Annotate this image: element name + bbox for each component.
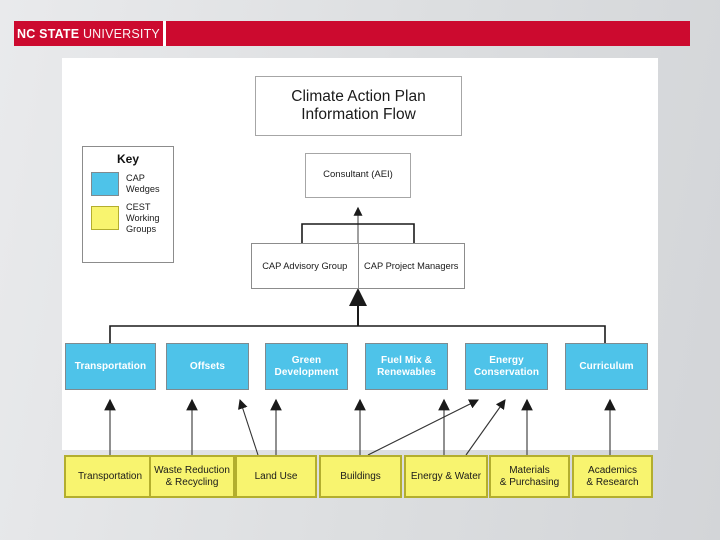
group-waste-reduction-recycling: Waste Reduction& Recycling <box>149 455 235 498</box>
nc-state-logo: NC STATE UNIVERSITY <box>14 21 166 46</box>
logo-bold-text: NC STATE <box>17 26 80 41</box>
logo-text: NC STATE UNIVERSITY <box>17 27 160 41</box>
consultant-box: Consultant (AEI) <box>305 153 411 198</box>
wedge-offsets-label: Offsets <box>189 360 226 372</box>
group-waste-reduction-label: Waste Reduction& Recycling <box>154 465 230 488</box>
group-academics-research-label: Academics& Research <box>586 465 639 488</box>
wedge-fuel-mix-renewables: Fuel Mix &Renewables <box>365 343 448 390</box>
group-materials-purchasing: Materials& Purchasing <box>489 455 570 498</box>
wedge-curriculum-label: Curriculum <box>579 360 634 372</box>
group-academics-research: Academics& Research <box>572 455 653 498</box>
wedge-fuel-mix-label: Fuel Mix &Renewables <box>377 355 436 378</box>
group-energy-water-label: Energy & Water <box>410 470 482 482</box>
wedge-transportation-label: Transportation <box>74 360 147 372</box>
cap-group-box: CAP Advisory Group CAP Project Managers <box>251 243 465 289</box>
group-land-use-label: Land Use <box>254 470 298 482</box>
diagram-title-line1: Climate Action Plan <box>291 88 426 106</box>
cest-groups-swatch <box>91 206 119 231</box>
group-buildings: Buildings <box>319 455 402 498</box>
group-energy-water: Energy & Water <box>404 455 488 498</box>
key-title: Key <box>116 152 139 166</box>
wedge-curriculum: Curriculum <box>565 343 648 390</box>
cap-box-divider <box>357 244 359 288</box>
diagram-title: Climate Action Plan Information Flow <box>255 76 462 136</box>
cap-advisory-group-label: CAP Advisory Group <box>262 260 348 271</box>
consultant-label: Consultant (AEI) <box>323 169 393 181</box>
group-transportation: Transportation <box>64 455 156 498</box>
diagram-title-line2: Information Flow <box>301 106 416 123</box>
wedge-transportation: Transportation <box>65 343 156 390</box>
group-buildings-label: Buildings <box>340 470 381 482</box>
group-materials-purchasing-label: Materials& Purchasing <box>499 465 560 488</box>
wedge-offsets: Offsets <box>166 343 249 390</box>
group-transportation-label: Transportation <box>77 470 143 482</box>
cap-project-managers-label: CAP Project Managers <box>364 260 459 271</box>
group-land-use: Land Use <box>235 455 317 498</box>
logo-light-text: UNIVERSITY <box>79 26 160 41</box>
cap-wedges-swatch <box>91 172 119 196</box>
